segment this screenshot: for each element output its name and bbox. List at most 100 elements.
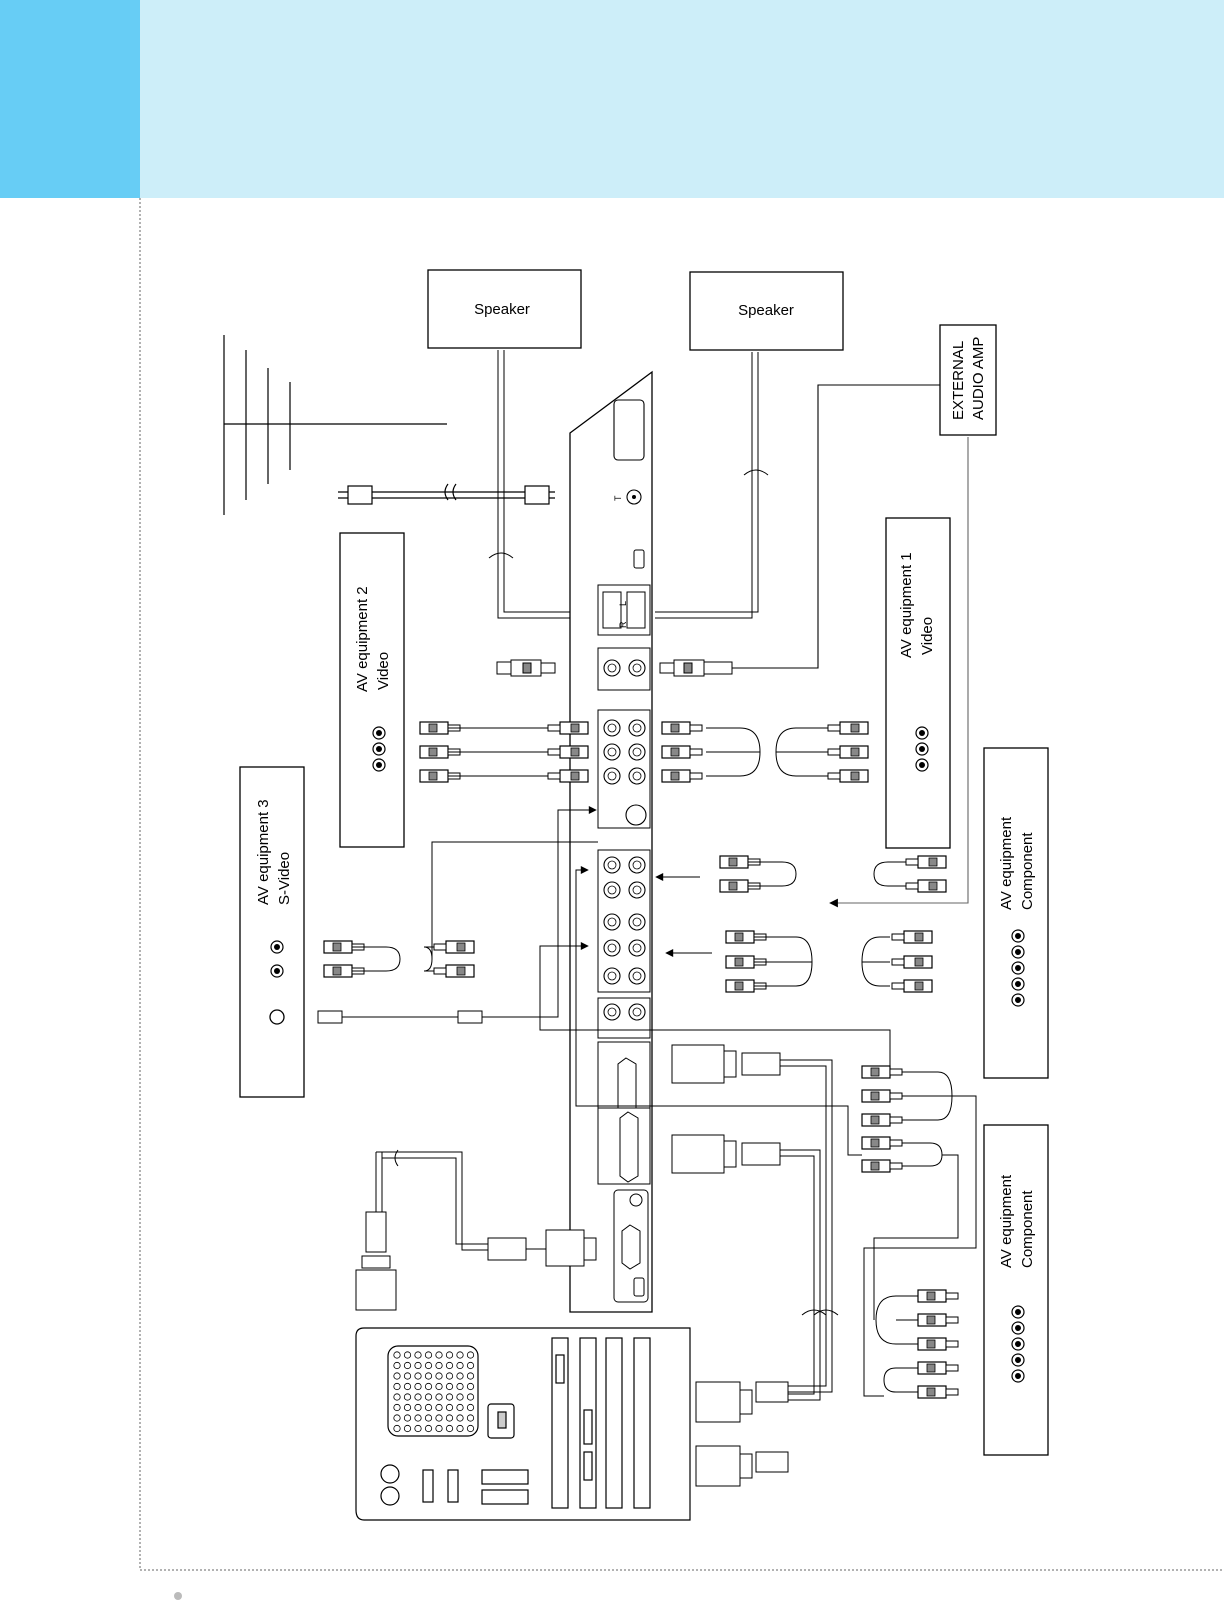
speaker-right-box: Speaker bbox=[689, 271, 844, 351]
vent-hole bbox=[445, 1351, 454, 1359]
vent-hole bbox=[456, 1351, 464, 1359]
speaker-right-wire bbox=[655, 352, 769, 619]
av1-cable bbox=[661, 721, 869, 783]
comp1-label-2: Component bbox=[1019, 832, 1036, 910]
av1-label-1: AV equipment 1 bbox=[898, 552, 915, 658]
vent-hole bbox=[435, 1403, 443, 1412]
vent-hole bbox=[393, 1424, 401, 1433]
av-equipment-3: AV equipment 3 S-Video bbox=[239, 766, 305, 1098]
vent-hole bbox=[403, 1403, 412, 1412]
av2-cable bbox=[419, 721, 589, 783]
pc-tower bbox=[355, 1327, 691, 1521]
vent-hole bbox=[424, 1351, 433, 1359]
speaker-left-wire bbox=[488, 350, 600, 619]
comp2-label-2: Component bbox=[1019, 1190, 1036, 1268]
av2-label-2: Video bbox=[375, 652, 392, 690]
av3-label-1: AV equipment 3 bbox=[255, 799, 272, 905]
vent-hole bbox=[445, 1372, 454, 1380]
vent-hole bbox=[456, 1361, 464, 1370]
vent-hole bbox=[466, 1403, 475, 1412]
pc-dvi-plug bbox=[695, 1445, 789, 1487]
vent-hole bbox=[445, 1361, 454, 1370]
spk-terminal-l: L bbox=[618, 601, 628, 606]
dsub-cable bbox=[671, 1044, 839, 1393]
vent-hole bbox=[414, 1393, 422, 1401]
av3-label-2: S-Video bbox=[276, 852, 293, 905]
ext-amp-line bbox=[732, 384, 940, 669]
vent-hole bbox=[424, 1403, 433, 1412]
vent-hole bbox=[445, 1403, 454, 1412]
vent-hole bbox=[403, 1372, 412, 1380]
monitor-rear-panel: T L R bbox=[569, 370, 653, 1313]
vent-hole bbox=[466, 1361, 475, 1370]
vent-hole bbox=[445, 1382, 454, 1391]
header-tab bbox=[0, 0, 140, 198]
spk-terminal-r: R bbox=[618, 621, 628, 628]
component2-cables bbox=[539, 866, 977, 1399]
vent-hole bbox=[445, 1424, 454, 1433]
external-audio-amp: EXTERNAL AUDIO AMP bbox=[939, 324, 997, 436]
vent-hole bbox=[445, 1414, 454, 1422]
ext-amp-label-2: AUDIO AMP bbox=[970, 337, 987, 420]
vent-hole bbox=[393, 1372, 401, 1380]
vent-hole bbox=[414, 1403, 422, 1412]
vent-hole bbox=[393, 1382, 401, 1391]
vent-hole bbox=[414, 1414, 422, 1422]
vent-hole bbox=[403, 1424, 412, 1433]
vent-hole bbox=[403, 1351, 412, 1359]
vent-hole bbox=[393, 1414, 401, 1422]
vent-hole bbox=[466, 1393, 475, 1401]
vent-hole bbox=[435, 1424, 443, 1433]
vent-hole bbox=[435, 1393, 443, 1401]
speaker-left-box: Speaker bbox=[427, 269, 582, 349]
svideo-jack bbox=[269, 1009, 285, 1025]
av1-label-2: Video bbox=[919, 617, 936, 655]
vent-hole bbox=[456, 1372, 464, 1380]
vent-hole bbox=[414, 1424, 422, 1433]
av-equipment-2: AV equipment 2 Video bbox=[339, 532, 405, 848]
vent-hole bbox=[403, 1382, 412, 1391]
audio-out-left-plug bbox=[496, 659, 556, 677]
component-equipment-2: AV equipment Component bbox=[983, 1124, 1049, 1456]
vent-hole bbox=[435, 1361, 443, 1370]
vent-hole bbox=[456, 1414, 464, 1422]
pc-dsub-plug bbox=[695, 1381, 789, 1423]
av2-label-1: AV equipment 2 bbox=[354, 586, 371, 692]
vent-hole bbox=[424, 1361, 433, 1370]
page-bullet bbox=[174, 1592, 182, 1600]
speaker-left-label: Speaker bbox=[474, 301, 530, 318]
antenna-cable bbox=[338, 483, 555, 505]
vent-hole bbox=[466, 1424, 475, 1433]
antenna-jack-letter: T bbox=[613, 495, 623, 501]
ext-amp-line-down bbox=[829, 437, 969, 908]
pc-vent-grid bbox=[393, 1351, 475, 1433]
vent-hole bbox=[403, 1361, 412, 1370]
antenna bbox=[223, 335, 447, 515]
vent-hole bbox=[414, 1372, 422, 1380]
speaker-right-label: Speaker bbox=[738, 302, 794, 319]
vent-hole bbox=[424, 1382, 433, 1391]
vent-hole bbox=[424, 1424, 433, 1433]
vent-hole bbox=[456, 1403, 464, 1412]
vent-hole bbox=[424, 1393, 433, 1401]
vent-hole bbox=[414, 1361, 422, 1370]
component1-audio-cable bbox=[655, 855, 947, 893]
vent-hole bbox=[414, 1382, 422, 1391]
vent-hole bbox=[435, 1372, 443, 1380]
vent-hole bbox=[435, 1382, 443, 1391]
vent-hole bbox=[466, 1351, 475, 1359]
vent-hole bbox=[393, 1361, 401, 1370]
vent-hole bbox=[466, 1382, 475, 1391]
dvi-cable bbox=[671, 1134, 827, 1401]
component-equipment-1: AV equipment Component bbox=[983, 747, 1049, 1079]
vent-hole bbox=[414, 1351, 422, 1359]
vent-hole bbox=[435, 1414, 443, 1422]
ext-amp-label-1: EXTERNAL bbox=[950, 341, 967, 420]
vent-hole bbox=[424, 1414, 433, 1422]
av3-cable bbox=[317, 806, 598, 1024]
vent-hole bbox=[435, 1351, 443, 1359]
vent-hole bbox=[393, 1393, 401, 1401]
vent-hole bbox=[466, 1414, 475, 1422]
vent-hole bbox=[424, 1372, 433, 1380]
